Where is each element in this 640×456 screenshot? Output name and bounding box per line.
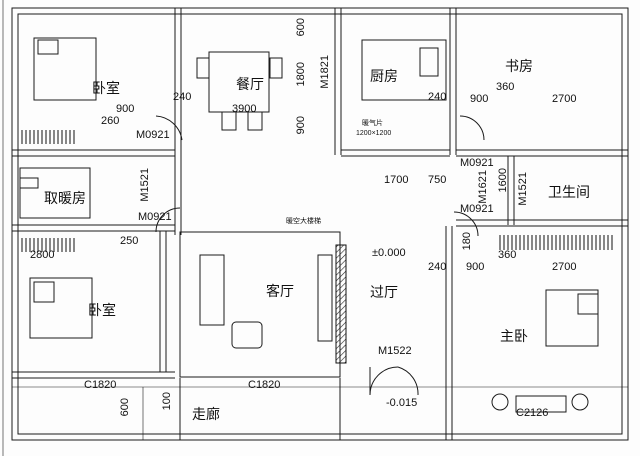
dimension-label: 1800 <box>295 62 307 87</box>
dimension-label: 2800 <box>30 249 55 261</box>
dimension-label: 600 <box>295 18 307 37</box>
dimension-label: 360 <box>496 81 515 93</box>
door-tag: M1521 <box>517 172 529 206</box>
room-label-heating-room: 取暖房 <box>44 191 86 207</box>
door-tag: M0921 <box>136 129 170 141</box>
dimension-label: 900 <box>470 93 489 105</box>
room-label-bedroom-bottom-left: 卧室 <box>88 303 116 319</box>
room-label-living: 客厅 <box>266 284 294 300</box>
door-tag: M1522 <box>378 345 412 357</box>
dimension-label: 360 <box>498 249 517 261</box>
dimension-label: 900 <box>116 103 135 115</box>
room-label-bathroom: 卫生间 <box>548 185 590 201</box>
door-tag: M1821 <box>319 55 331 89</box>
room-label-corridor: 走廊 <box>192 407 220 423</box>
door-tag: M0921 <box>138 211 172 223</box>
stair-hatch-note: 暖空大楼梯 <box>286 218 321 225</box>
window-tag: C1820 <box>248 379 281 391</box>
room-label-bedroom-top-left: 卧室 <box>92 81 120 97</box>
dimension-label: 180 <box>461 232 473 251</box>
dimension-label: 600 <box>119 398 131 417</box>
dimension-label: 240 <box>428 91 447 103</box>
dimension-label: 2700 <box>552 93 577 105</box>
door-tag: M0921 <box>460 157 494 169</box>
room-label-study: 书房 <box>505 59 533 75</box>
door-tag: M1621 <box>477 170 489 204</box>
dimension-label: 900 <box>295 116 307 135</box>
room-label-hall: 过厅 <box>370 285 398 301</box>
dimension-label: 1700 <box>384 174 409 186</box>
window-tag: C2126 <box>516 407 549 419</box>
dimension-label: 2700 <box>552 261 577 273</box>
kitchen-box-dimension: 1200×1200 <box>356 130 392 137</box>
entrance-level-mark: -0.015 <box>386 397 418 409</box>
door-tag: M0921 <box>460 203 494 215</box>
dimension-label: 240 <box>173 91 192 103</box>
dimension-label: 260 <box>101 115 120 127</box>
dimension-label: 1600 <box>497 168 509 193</box>
kitchen-box-title: 暖气片 <box>362 120 383 127</box>
door-tag: M1521 <box>139 168 151 202</box>
dimension-label: 100 <box>161 392 173 411</box>
room-label-kitchen: 厨房 <box>370 69 398 85</box>
dimension-label: 900 <box>466 261 485 273</box>
room-label-dining: 餐厅 <box>236 77 264 93</box>
dimension-label: 240 <box>428 261 447 273</box>
dimension-label: 750 <box>428 174 447 186</box>
dimension-label: 3900 <box>232 103 257 115</box>
floor-level-mark: ±0.000 <box>372 247 406 259</box>
window-tag: C1820 <box>84 379 117 391</box>
room-label-master-bedroom: 主卧 <box>500 329 528 345</box>
dimension-label: 250 <box>120 235 139 247</box>
